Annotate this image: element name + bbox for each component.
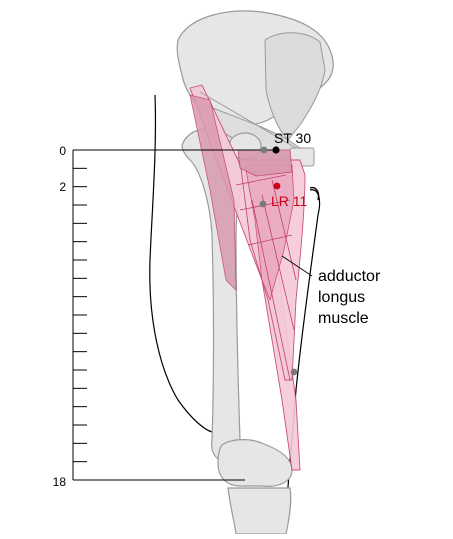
- lateral-body-outline: [149, 94, 213, 433]
- scale-label-18: 18: [53, 475, 67, 489]
- annotation-leader-line: [281, 255, 313, 277]
- tibia-bone: [227, 487, 292, 535]
- annotation-line-1: adductor: [318, 268, 381, 285]
- scale-ticks: [73, 167, 87, 463]
- cun-scale: [72, 149, 276, 481]
- adductor-longus-muscle: [244, 164, 295, 302]
- knee-joint: [217, 439, 293, 487]
- st30-label: ST 30: [274, 130, 311, 146]
- medial-skin-mark: [309, 186, 320, 201]
- scale-label-0: 0: [59, 144, 66, 158]
- lr11-point: [273, 182, 281, 190]
- annotation-line-3: muscle: [318, 310, 369, 327]
- muscle-fibres: [235, 174, 297, 381]
- scale-label-2: 2: [59, 180, 66, 194]
- lr11-label: LR 11: [271, 193, 308, 209]
- sacrum-bone: [264, 32, 326, 141]
- annotation-line-2: longus: [318, 289, 365, 306]
- tensor-muscle-shade: [189, 94, 237, 291]
- reference-point-lower: [290, 368, 298, 376]
- reference-point-middle: [259, 200, 267, 208]
- reference-point-upper: [260, 146, 268, 154]
- inguinal-ligament: [199, 91, 297, 149]
- st30-point: [272, 146, 280, 154]
- inguinal-shade: [237, 149, 293, 177]
